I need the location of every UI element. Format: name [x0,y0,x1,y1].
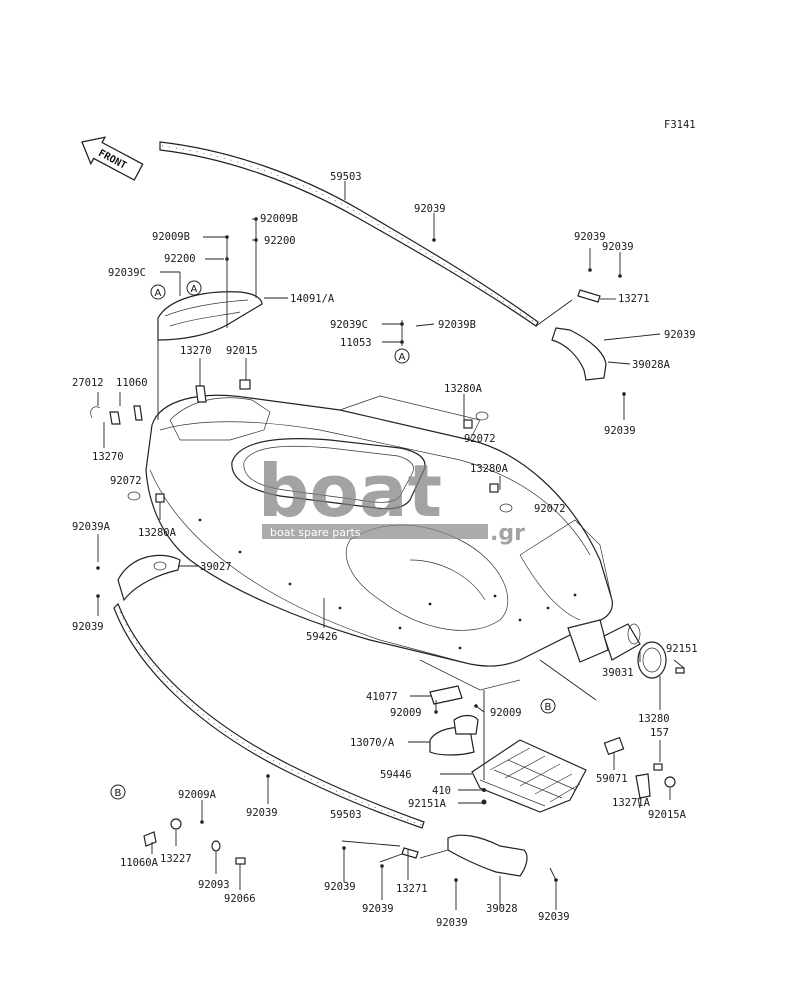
part-label-11053: 11053 [340,337,372,349]
part-label-92039a: 92039A [72,521,111,533]
part-label-59503: 59503 [330,809,362,821]
part-label-11060: 11060 [116,377,148,389]
hull-59426 [145,394,613,691]
part-label-92039: 92039 [664,329,696,341]
part-label-59426: 59426 [306,631,338,643]
part-label-157: 157 [650,727,669,739]
callout-a-label-1: A [155,288,162,299]
part-label-59071: 59071 [596,773,628,785]
part-label-92039: 92039 [414,203,446,215]
part-label-39028a: 39028A [632,359,671,371]
part-label-92009: 92009 [490,707,522,719]
part-label-39027: 39027 [200,561,232,573]
part-label-92015: 92015 [226,345,258,357]
part-label-27012: 27012 [72,377,104,389]
front-arrow-icon: FRONT [81,136,144,181]
callout-b-label-2: B [115,788,122,799]
part-label-92066: 92066 [224,893,256,905]
part-label-13280a: 13280A [138,527,177,539]
part-label-92009: 92009 [390,707,422,719]
part-label-92039: 92039 [574,231,606,243]
bolt-markers [96,217,626,882]
part-label-59503: 59503 [330,171,362,183]
part-label-92039: 92039 [324,881,356,893]
part-label-13280a: 13280A [470,463,509,475]
part-label-13271: 13271 [618,293,650,305]
callout-a-3: A [394,348,410,364]
part-label-14091a: 14091/A [290,293,335,305]
part-label-13227: 13227 [160,853,192,865]
corner-cover-39027 [117,554,181,602]
part-label-13270: 13270 [92,451,124,463]
part-label-13271a: 13271A [612,797,651,809]
watermark-logo: boat .gr boat spare parts [258,449,525,546]
part-label-92151: 92151 [666,643,698,655]
part-label-59446: 59446 [380,769,412,781]
watermark-text: boat [258,449,442,533]
part-label-92015a: 92015A [648,809,687,821]
part-label-410: 410 [432,785,451,797]
callout-b-2: B [110,784,126,800]
part-label-92039b: 92039B [438,319,476,331]
part-label-92072: 92072 [534,503,566,515]
part-label-13280: 13280 [638,713,670,725]
part-label-92009a: 92009A [178,789,217,801]
part-label-11060a: 11060A [120,857,159,869]
corner-cover-39028 [447,834,528,877]
callout-b-1: B [540,698,556,714]
intake-grate-59446 [471,739,587,813]
leader-lines [97,181,685,910]
part-label-92039c: 92039C [108,267,146,279]
rear-cover-14091a [157,291,263,341]
part-label-13070a: 13070/A [350,737,395,749]
part-label-92200: 92200 [264,235,296,247]
part-label-13271: 13271 [396,883,428,895]
figure-code: F3141 [664,119,696,131]
part-label-41077: 41077 [366,691,398,703]
part-label-13270: 13270 [180,345,212,357]
part-label-92151a: 92151A [408,798,447,810]
part-label-39031: 39031 [602,667,634,679]
part-label-92039: 92039 [72,621,104,633]
part-label-92093: 92093 [198,879,230,891]
part-label-92039: 92039 [604,425,636,437]
gunwale-rail-bottom [113,602,425,829]
part-label-92072: 92072 [110,475,142,487]
watermark-subtitle: boat spare parts [270,526,361,539]
callout-a-2: A [186,280,202,296]
corner-cover-39028a [551,327,607,381]
part-label-92072: 92072 [464,433,496,445]
part-label-92039: 92039 [538,911,570,923]
hardware-parts [90,289,685,865]
part-label-92039: 92039 [602,241,634,253]
part-label-92009b: 92009B [260,213,298,225]
part-label-92039c: 92039C [330,319,368,331]
part-labels: 59503 92039 92009B 92200 92009B 92200 92… [72,171,698,929]
part-label-92039: 92039 [436,917,468,929]
part-label-13280a: 13280A [444,383,483,395]
callout-a-label-3: A [399,352,406,363]
part-label-92039: 92039 [362,903,394,915]
watermark-suffix: .gr [490,521,525,546]
part-label-92200: 92200 [164,253,196,265]
part-label-39028: 39028 [486,903,518,915]
part-label-92039: 92039 [246,807,278,819]
part-label-92009b: 92009B [152,231,190,243]
callout-a-label-2: A [191,284,198,295]
callout-b-label-1: B [545,702,552,713]
callout-a-1: A [150,284,166,300]
